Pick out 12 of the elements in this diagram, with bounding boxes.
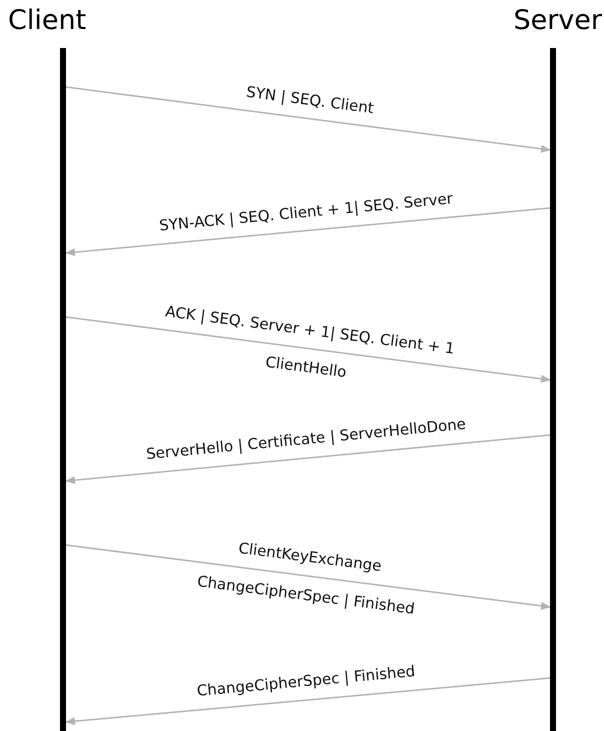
message-arrow [65,677,550,726]
message-arrow [66,316,551,383]
lifeline-title: Client [8,4,88,38]
edge-label: SYN | SEQ. Client [246,82,376,117]
edge-label: SYN-ACK | SEQ. Client + 1| SEQ. Server [158,188,454,234]
message-arrow [65,434,550,484]
edge-label: ServerHello | Certificate | ServerHelloDone [146,414,467,464]
message-arrow [66,86,551,153]
edge-label: ChangeCipherSpec | Finished [196,662,416,700]
lifeline-title: Server [512,4,602,38]
message-arrow [66,544,551,610]
message-arrow [65,207,550,256]
